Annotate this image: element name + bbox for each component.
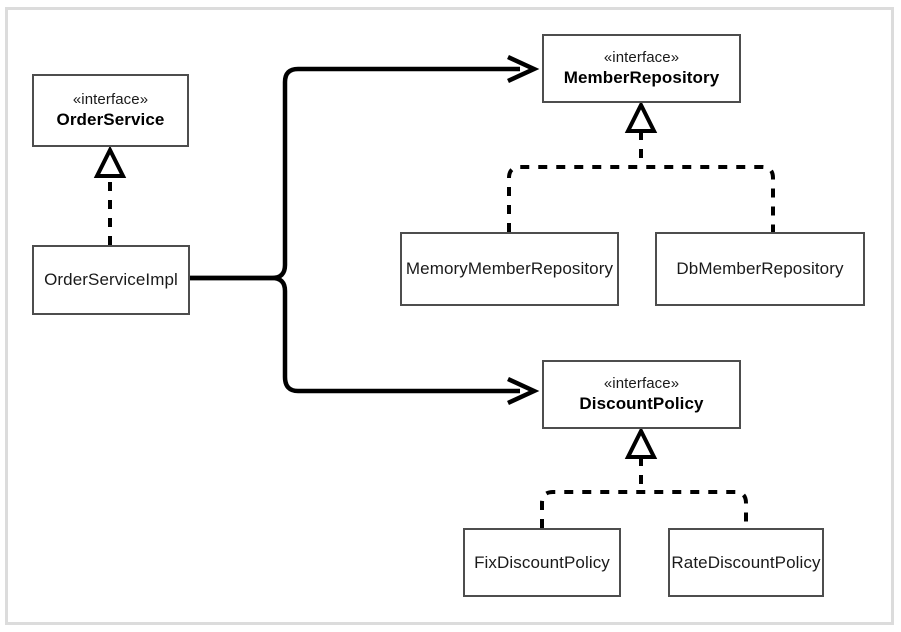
association-line — [190, 275, 520, 394]
open-arrowhead — [507, 376, 540, 406]
realization-bus-line — [540, 490, 748, 528]
stereotype-label: «interface» — [72, 90, 149, 108]
class-name: DbMemberRepository — [676, 259, 844, 279]
class-box-discountpolicy[interactable]: «interface» DiscountPolicy — [542, 360, 741, 429]
class-name: RateDiscountPolicy — [671, 552, 821, 572]
realization-bus-memberrepository — [507, 100, 775, 232]
class-box-orderservice[interactable]: «interface» OrderService — [32, 74, 189, 147]
realization-bus-discountpolicy — [540, 426, 748, 528]
hollow-triangle-arrowhead — [93, 145, 127, 178]
association-orderserviceimpl-to-discountpolicy — [190, 275, 540, 406]
class-name: DiscountPolicy — [579, 394, 704, 414]
stereotype-label: «interface» — [603, 48, 680, 66]
realization-bus-line — [507, 165, 775, 232]
class-name: MemberRepository — [563, 68, 720, 88]
realization-orderserviceimpl-to-orderservice — [93, 145, 127, 245]
class-box-dbmemberrepository[interactable]: DbMemberRepository — [655, 232, 865, 306]
class-box-ratediscountpolicy[interactable]: RateDiscountPolicy — [668, 528, 824, 597]
class-box-orderserviceimpl[interactable]: OrderServiceImpl — [32, 245, 190, 315]
class-box-fixdiscountpolicy[interactable]: FixDiscountPolicy — [463, 528, 621, 597]
hollow-triangle-arrowhead — [624, 426, 658, 459]
class-box-memorymemberrepository[interactable]: MemoryMemberRepository — [400, 232, 619, 306]
class-name: OrderServiceImpl — [44, 270, 178, 290]
open-arrowhead — [507, 54, 540, 84]
hollow-triangle-arrowhead — [624, 100, 658, 133]
class-name: FixDiscountPolicy — [474, 552, 610, 572]
stereotype-label: «interface» — [603, 374, 680, 392]
class-box-memberrepository[interactable]: «interface» MemberRepository — [542, 34, 741, 103]
class-name: MemoryMemberRepository — [405, 259, 614, 279]
class-name: OrderService — [56, 110, 165, 130]
